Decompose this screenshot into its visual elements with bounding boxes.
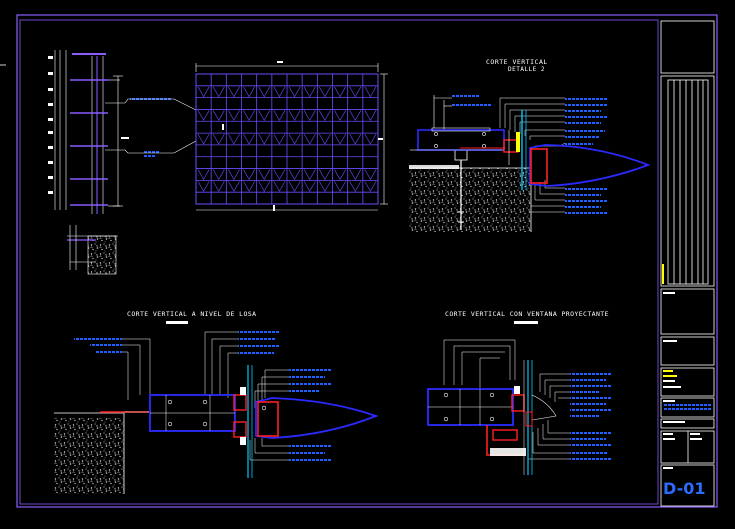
section-top-right <box>409 95 651 232</box>
grid-window-swing-mark <box>288 86 301 98</box>
grid-window-swing-mark <box>228 181 240 192</box>
grid-window-swing-mark <box>228 133 240 145</box>
grid-window-swing-mark <box>258 181 271 192</box>
grid-window-swing-mark <box>364 181 377 192</box>
sheet-frame <box>0 14 718 508</box>
section-bottom-left-title-underline <box>166 321 188 324</box>
section-bottom-right <box>427 339 612 475</box>
grid-window-swing-mark <box>258 169 271 180</box>
grid-window-swing-mark <box>273 181 286 192</box>
grid-window-swing-mark <box>319 133 331 145</box>
grid-window-swing-mark <box>243 181 255 192</box>
grid-window-swing-mark <box>364 169 377 180</box>
grid-window-swing-mark <box>364 133 377 145</box>
grid-window-swing-mark <box>197 110 210 121</box>
grid-window-swing-mark <box>334 169 346 180</box>
section-bottom-right-title-underline <box>514 321 538 324</box>
grid-window-swing-mark <box>319 86 331 98</box>
grid-window-swing-mark <box>197 86 210 98</box>
grid-window-swing-mark <box>273 133 286 145</box>
grid-window-swing-mark <box>273 110 286 121</box>
sheet-number: D-01 <box>663 479 705 498</box>
grid-window-swing-mark <box>273 86 286 98</box>
grid-window-swing-mark <box>303 133 316 145</box>
grid-window-swing-mark <box>212 133 225 145</box>
curtain-wall-dim-labels <box>222 61 383 211</box>
grid-window-swing-mark <box>349 181 362 192</box>
grid-window-swing-mark <box>319 181 331 192</box>
grid-window-swing-mark <box>334 181 346 192</box>
elevation-annotations <box>105 98 197 157</box>
section-top-right-subtitle: DETALLE 2 <box>508 66 545 73</box>
grid-window-swing-mark <box>197 133 210 145</box>
grid-window-swing-mark <box>288 181 301 192</box>
grid-window-swing-mark <box>212 181 225 192</box>
grid-window-swing-mark <box>303 86 316 98</box>
grid-window-swing-mark <box>349 110 362 121</box>
grid-window-swing-mark <box>212 110 225 121</box>
title-block-labels <box>663 292 711 469</box>
grid-window-swing-mark <box>364 86 377 98</box>
grid-window-swing-mark <box>288 169 301 180</box>
grid-window-swing-mark <box>303 110 316 121</box>
grid-window-swing-mark <box>349 133 362 145</box>
grid-window-swing-mark <box>334 110 346 121</box>
title-block <box>660 20 715 507</box>
grid-window-swing-mark <box>243 86 255 98</box>
grid-window-swing-mark <box>228 86 240 98</box>
curtain-wall-grid <box>195 73 379 205</box>
grid-window-swing-mark <box>197 181 210 192</box>
grid-window-swing-mark <box>228 110 240 121</box>
grid-window-swing-mark <box>258 133 271 145</box>
grid-window-swing-mark <box>228 169 240 180</box>
grid-window-swing-mark <box>334 86 346 98</box>
grid-window-swing-mark <box>334 133 346 145</box>
grid-window-swing-mark <box>303 181 316 192</box>
section-bottom-left-title: CORTE VERTICAL A NIVEL DE LOSA <box>127 310 256 318</box>
section-bottom-right-title: CORTE VERTICAL CON VENTANA PROYECTANTE <box>445 310 609 318</box>
section-bottom-left <box>54 331 379 494</box>
grid-window-swing-mark <box>349 86 362 98</box>
grid-window-swing-mark <box>319 169 331 180</box>
grid-window-swing-mark <box>243 133 255 145</box>
grid-window-swing-mark <box>258 86 271 98</box>
grid-window-swing-mark <box>243 110 255 121</box>
grid-window-swing-mark <box>319 110 331 121</box>
grid-window-swing-mark <box>349 169 362 180</box>
grid-window-swing-mark <box>212 169 225 180</box>
grid-window-swing-mark <box>273 169 286 180</box>
section-top-right-title: CORTE VERTICAL <box>486 58 548 66</box>
grid-window-swing-mark <box>197 169 210 180</box>
elevation-mullion <box>48 50 129 275</box>
grid-window-swing-mark <box>258 110 271 121</box>
grid-window-swing-mark <box>243 169 255 180</box>
grid-window-swing-mark <box>212 86 225 98</box>
curtain-wall-dimensions <box>195 63 388 211</box>
grid-window-swing-mark <box>288 110 301 121</box>
grid-window-swing-mark <box>303 169 316 180</box>
grid-window-swing-mark <box>364 110 377 121</box>
grid-window-swing-mark <box>288 133 301 145</box>
